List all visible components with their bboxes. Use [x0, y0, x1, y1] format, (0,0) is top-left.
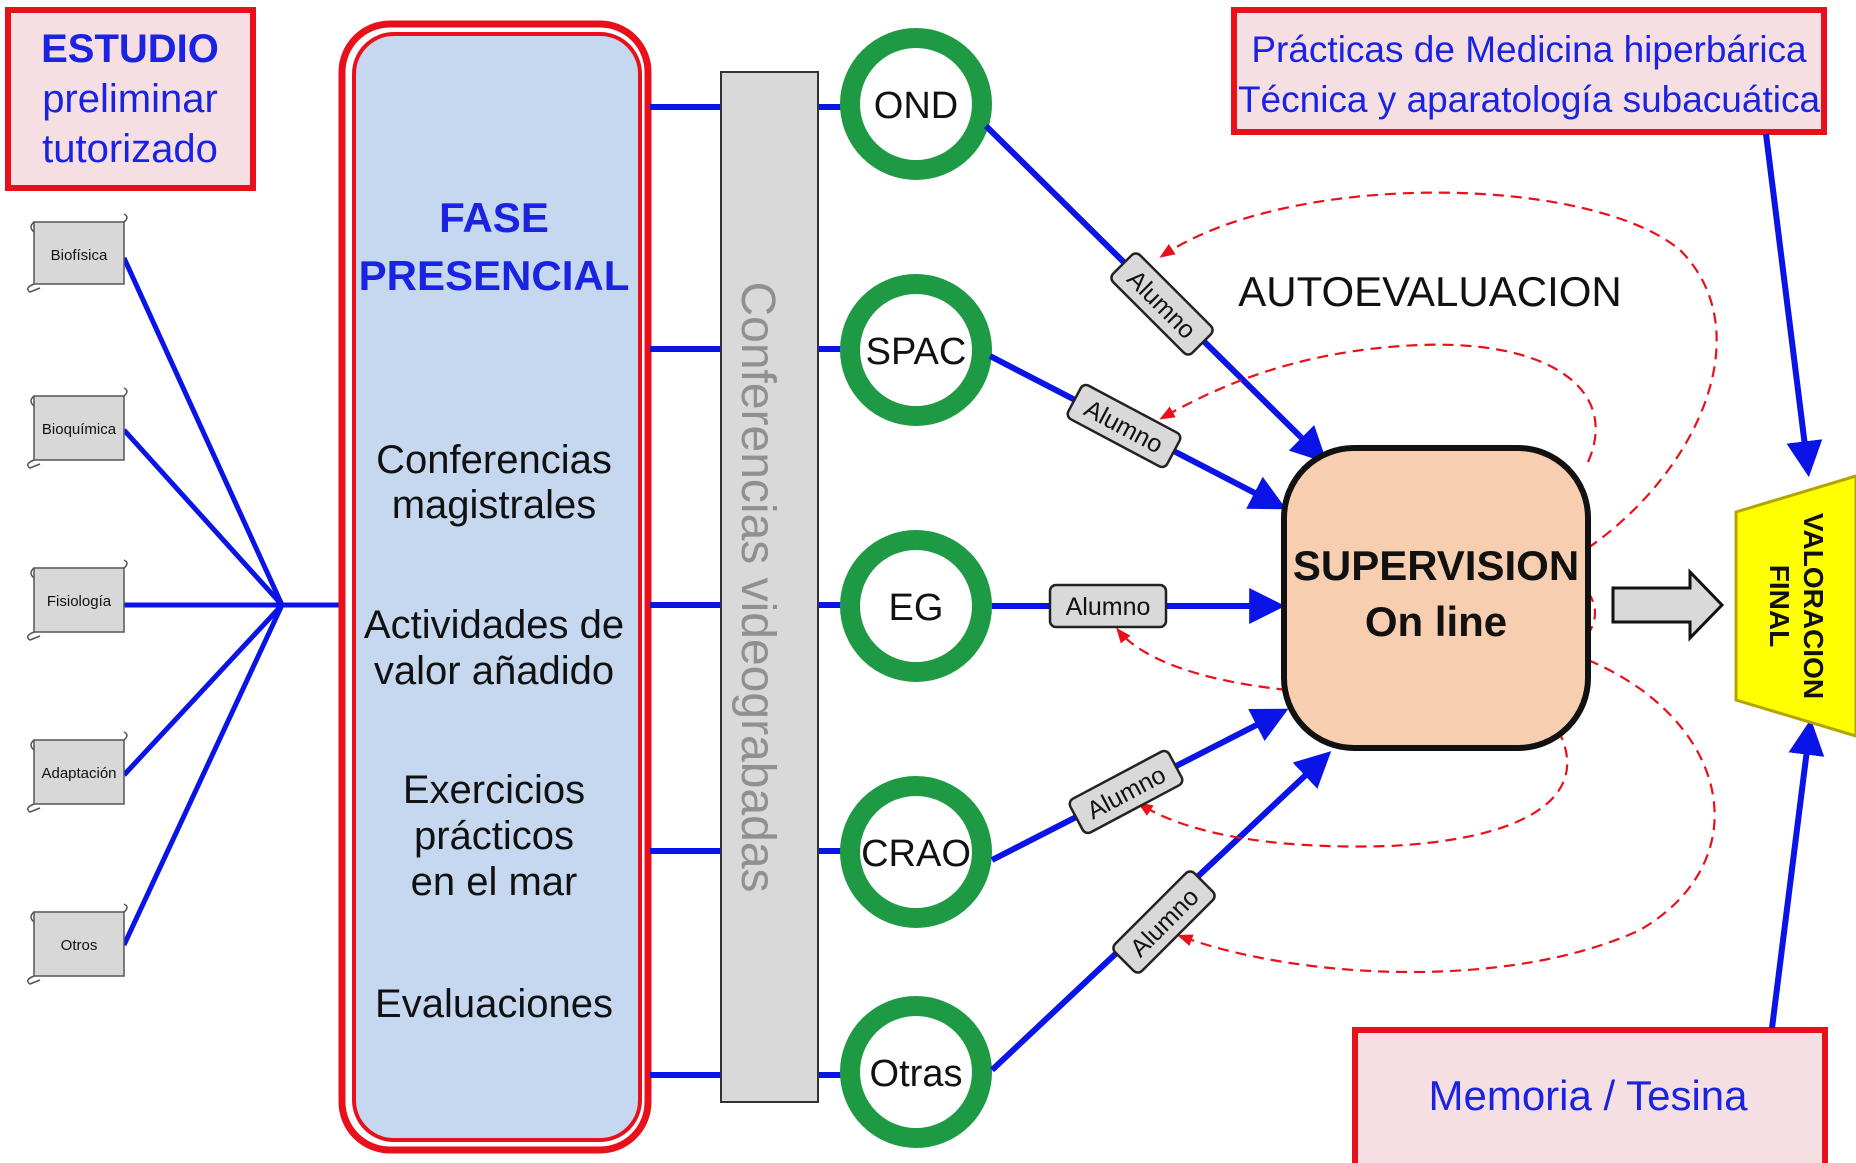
alumno-tag-1: Alumno [1110, 252, 1214, 356]
practicas-line2: Técnica y aparatología subacuática [1238, 79, 1821, 120]
scroll-label: Otros [61, 937, 98, 954]
fase-item-1-line2: magistrales [392, 483, 597, 527]
alumno-tag-3: Alumno [1048, 583, 1168, 629]
alumno-tag-4: Alumno [1068, 749, 1184, 835]
node-label: OND [874, 85, 958, 127]
fase-title-2: PRESENCIAL [359, 252, 630, 299]
supervision-line1: SUPERVISION [1293, 542, 1579, 589]
scroll-label: Bioquímica [42, 421, 117, 438]
fase-to-node-connectors [650, 104, 850, 1078]
scroll-label: Adaptación [41, 765, 116, 782]
valoracion-line1: VALORACION [1798, 513, 1829, 699]
fase-item-1-line1: Conferencias [376, 438, 612, 482]
memoria-box: Memoria / Tesina [1352, 1027, 1828, 1163]
fase-title-1: FASE [439, 194, 549, 241]
autoevaluacion-label: AUTOEVALUACION [1238, 268, 1622, 315]
valoracion-arrows [1763, 133, 1825, 1029]
node-spac: SPAC [840, 274, 992, 426]
node-label: EG [889, 587, 944, 629]
scroll-biofisica: Biofísica [27, 213, 128, 293]
fase-presencial-box: FASE PRESENCIAL Conferencias magistrales… [338, 20, 652, 1154]
valoracion-final-box: VALORACION FINAL [1734, 474, 1856, 738]
node-label: CRAO [861, 833, 971, 875]
fase-item-2-line1: Actividades de [364, 603, 624, 647]
estudio-line3: tutorizado [42, 127, 218, 171]
node-label: Otras [870, 1053, 963, 1095]
practicas-box: Prácticas de Medicina hiperbárica Técnic… [1231, 7, 1827, 135]
block-arrow [1611, 568, 1725, 642]
fase-item-3-line2: prácticos [414, 814, 574, 858]
node-ond: OND [840, 28, 992, 180]
scroll-fisiologia: Fisiología [27, 559, 128, 641]
node-otras: Otras [840, 996, 992, 1148]
estudio-line2: preliminar [42, 77, 218, 121]
practicas-line1: Prácticas de Medicina hiperbárica [1251, 29, 1807, 70]
scroll-label: Biofísica [51, 247, 108, 264]
scroll-label: Fisiología [47, 593, 112, 610]
supervision-box: SUPERVISION On line [1281, 445, 1591, 751]
conferencias-videograbadas-bar: Conferencias videograbadas [720, 71, 819, 1103]
alumno-tag-2: Alumno [1066, 383, 1182, 469]
alumno-label: Alumno [1066, 593, 1151, 621]
estudio-box: ESTUDIO preliminar tutorizado [5, 7, 256, 191]
node-label: SPAC [866, 331, 967, 373]
scroll-connectors [121, 256, 345, 947]
supervision-line2: On line [1365, 598, 1507, 645]
memoria-label: Memoria / Tesina [1428, 1072, 1748, 1119]
node-eg: EG [840, 530, 992, 682]
fase-item-4: Evaluaciones [375, 982, 613, 1026]
scroll-adaptacion: Adaptación [27, 731, 128, 813]
node-crao: CRAO [840, 776, 992, 928]
conferencias-label: Conferencias videograbadas [731, 281, 784, 892]
valoracion-line2: FINAL [1764, 565, 1795, 647]
fase-item-3-line3: en el mar [411, 860, 578, 904]
fase-item-3-line1: Exercicios [403, 768, 585, 812]
alumno-tag-5: Alumno [1112, 870, 1216, 974]
scroll-otros: Otros [27, 903, 128, 985]
estudio-title: ESTUDIO [41, 27, 219, 71]
scroll-bioquimica: Bioquímica [27, 387, 128, 469]
fase-item-2-line2: valor añadido [374, 649, 614, 693]
